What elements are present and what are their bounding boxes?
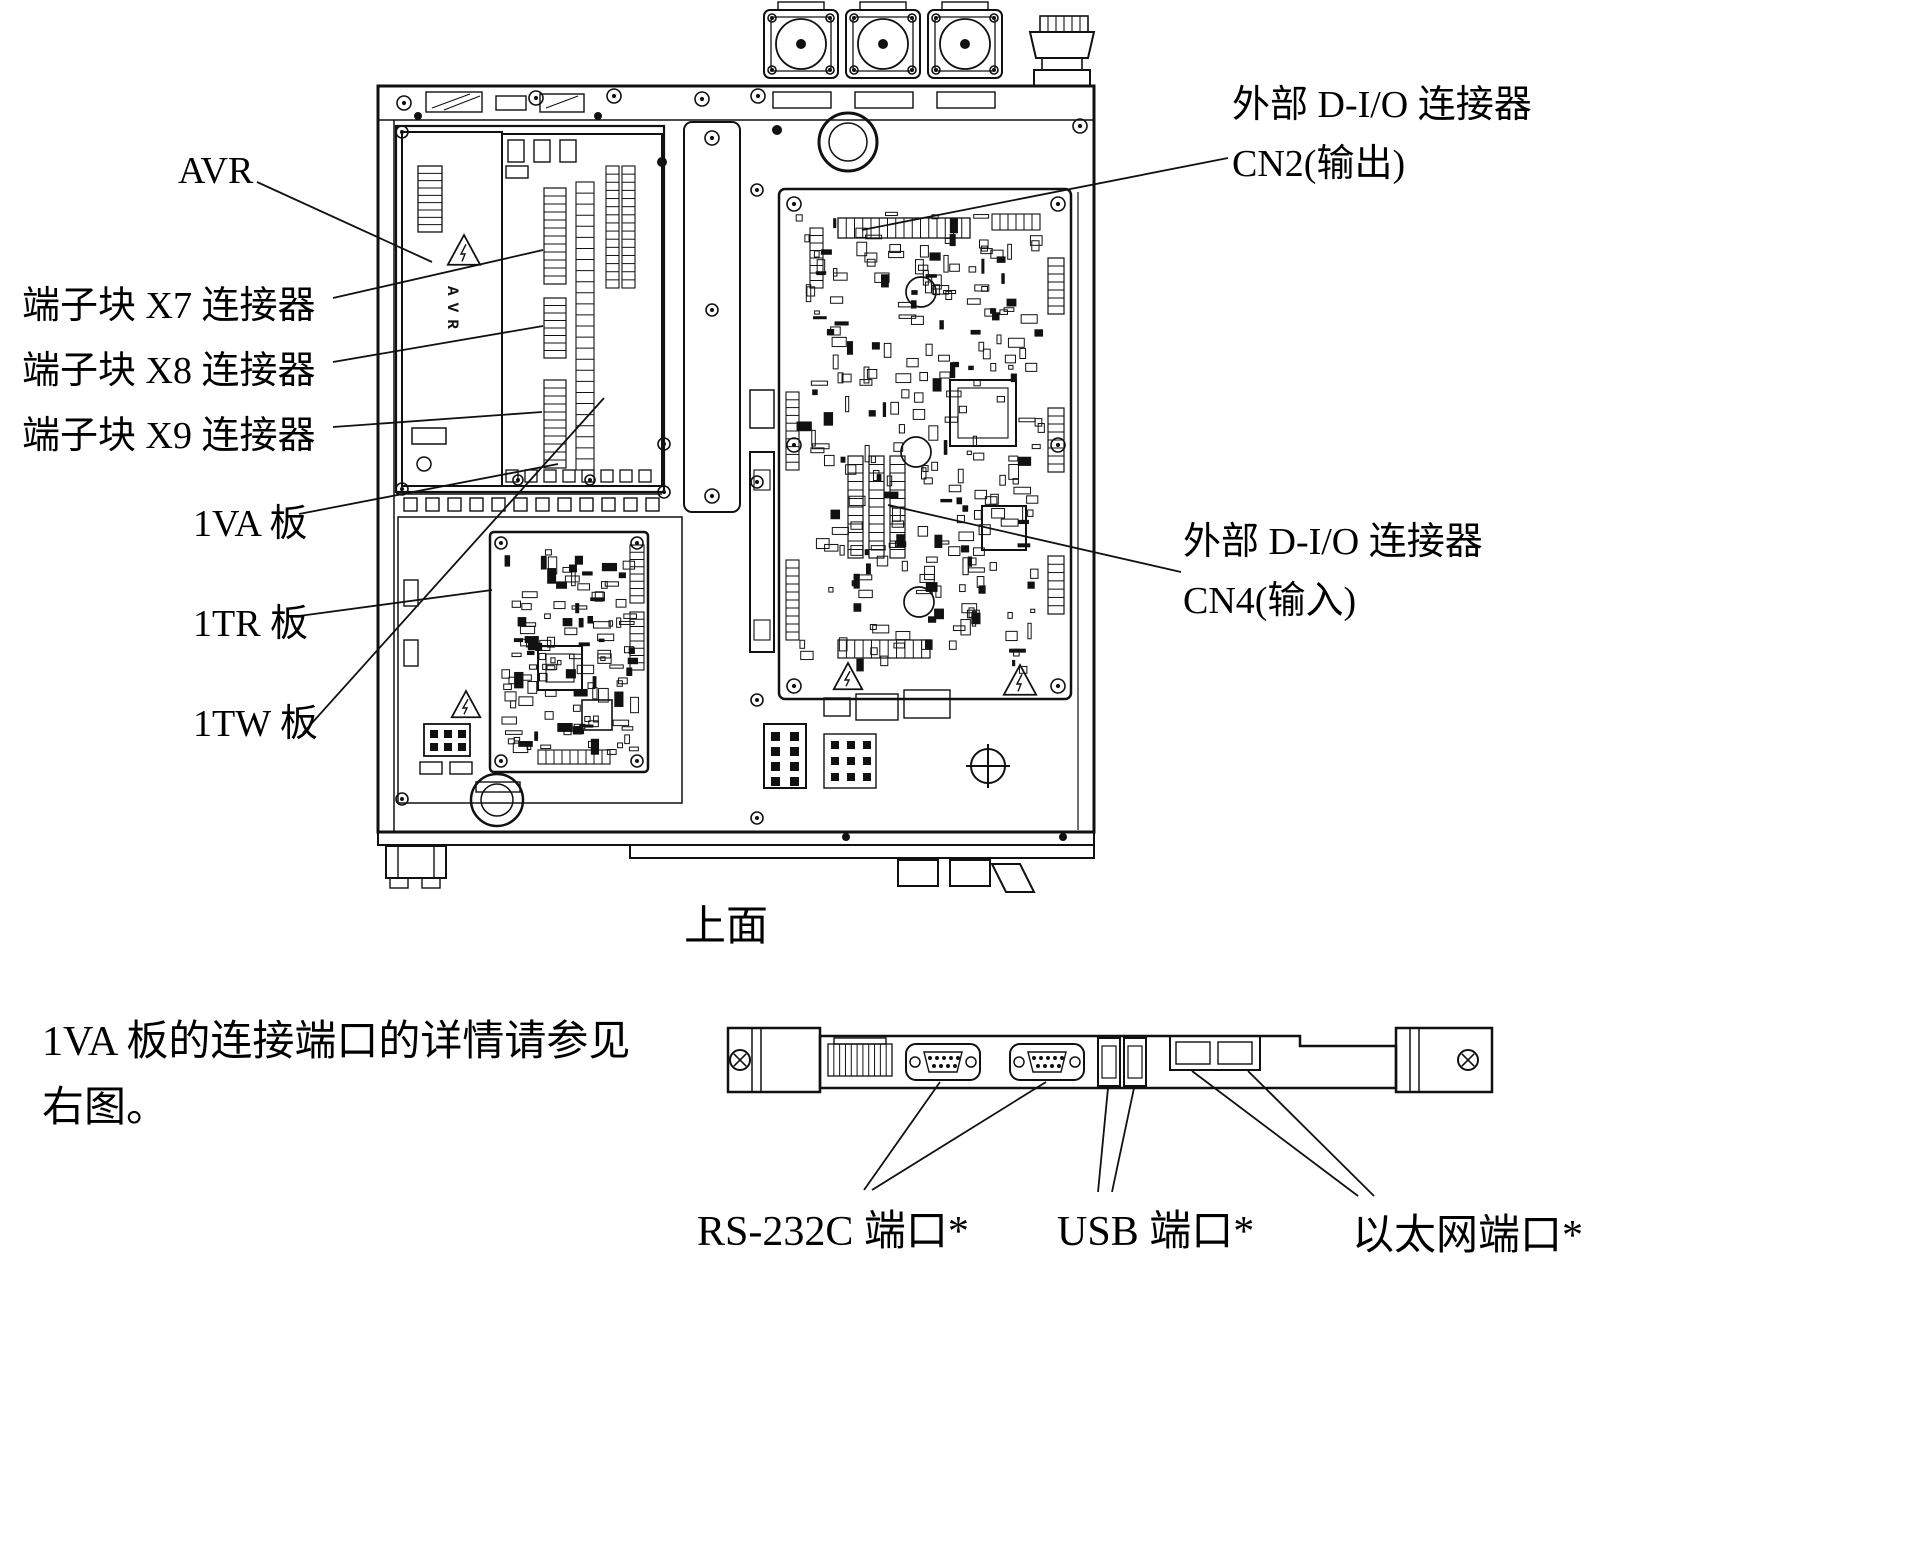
label-avr: AVR <box>178 150 254 192</box>
label-cn2-line1: 外部 D-I/O 连接器 <box>1232 84 1532 126</box>
label-rs232c-port: RS-232C 端口* <box>697 1209 969 1255</box>
terminal-board <box>501 133 663 487</box>
label-terminal-x9: 端子块 X9 连接器 <box>22 415 316 457</box>
label-board-1va: 1VA 板 <box>193 503 308 545</box>
terminal-block-x8-connector <box>543 297 567 359</box>
center-panel <box>683 121 741 513</box>
lower-left-pcb <box>397 516 683 828</box>
port-leader-lines <box>863 1070 1375 1197</box>
caption-top-view: 上面 <box>684 904 769 950</box>
label-cn4-line1: 外部 D-I/O 连接器 <box>1183 521 1483 563</box>
va-panel-right-bracket <box>1394 1026 1494 1094</box>
va-panel-terminal-connector <box>827 1037 893 1077</box>
dio-connector-cn2 <box>837 217 971 239</box>
label-terminal-x8: 端子块 X8 连接器 <box>22 350 316 392</box>
round-opening <box>817 111 879 173</box>
enclosure-outline <box>376 84 1096 889</box>
rs232c-port-2 <box>1009 1043 1085 1081</box>
label-terminal-x7: 端子块 X7 连接器 <box>22 285 316 327</box>
va-panel-left-bracket <box>726 1026 822 1094</box>
label-ethernet-port: 以太网端口* <box>1352 1213 1584 1259</box>
avr-unit-label: AVR <box>443 286 461 336</box>
label-cn4-line2: CN4(输入) <box>1183 580 1357 622</box>
label-board-1tr: 1TR 板 <box>193 603 309 645</box>
label-board-1tw: 1TW 板 <box>193 703 318 745</box>
usb-port-2 <box>1123 1037 1147 1087</box>
terminal-block-x7-connector <box>543 187 567 285</box>
ethernet-port <box>1169 1035 1261 1071</box>
rs232c-port-1 <box>905 1043 981 1081</box>
leader-lines <box>256 157 1229 734</box>
label-cn2-line2: CN2(输出) <box>1232 143 1406 185</box>
usb-port-1 <box>1097 1037 1121 1087</box>
terminal-block-x9-connector <box>543 379 567 469</box>
bottom-components <box>749 389 1036 893</box>
cable-gland-icon <box>1028 15 1096 87</box>
dio-connector-cn4 <box>847 455 906 559</box>
label-usb-port: USB 端口* <box>1057 1209 1255 1255</box>
note-line2: 右图。 <box>42 1085 169 1131</box>
note-line1: 1VA 板的连接端口的详情请参见 <box>42 1019 631 1065</box>
main-control-pcb <box>777 187 1073 701</box>
cooling-fan-icons <box>763 1 1003 79</box>
avr-unit <box>394 124 666 494</box>
